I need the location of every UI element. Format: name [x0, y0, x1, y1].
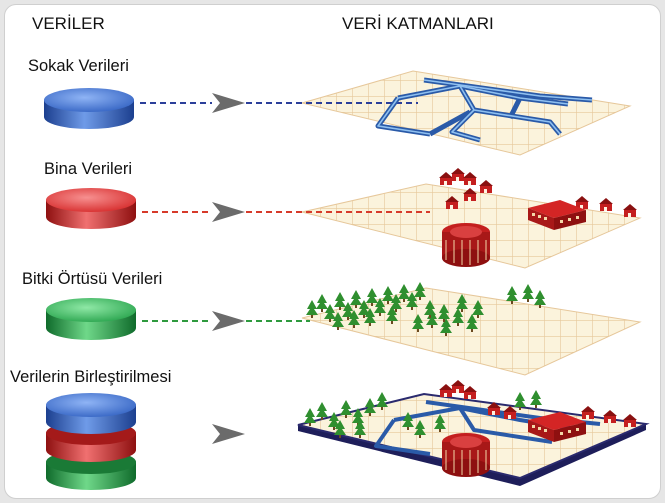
vegetation-data-cylinder-icon	[46, 298, 136, 340]
label-verilerin-birlestirilmesi: Verilerin Birleştirilmesi	[10, 368, 172, 386]
combined-data-cylinder-icon	[46, 393, 136, 490]
street-data-cylinder-icon	[44, 88, 134, 129]
building-layer	[246, 168, 642, 269]
vegetation-layer	[246, 282, 642, 376]
combined-layer	[297, 380, 650, 486]
arrow-right-icon	[212, 311, 245, 331]
arrow-right-icon	[212, 424, 245, 444]
arrow-right-icon	[212, 93, 245, 113]
arrow-right-icon	[212, 202, 245, 222]
label-bitki-ortusu-verileri: Bitki Örtüsü Verileri	[22, 270, 163, 288]
header-veri-katmanlari: VERİ KATMANLARI	[342, 14, 494, 33]
label-bina-verileri: Bina Verileri	[44, 160, 133, 178]
label-sokak-verileri: Sokak Verileri	[28, 57, 129, 75]
building-data-cylinder-icon	[46, 188, 136, 229]
header-veriler: VERİLER	[32, 14, 105, 33]
street-map-layer	[246, 70, 632, 156]
